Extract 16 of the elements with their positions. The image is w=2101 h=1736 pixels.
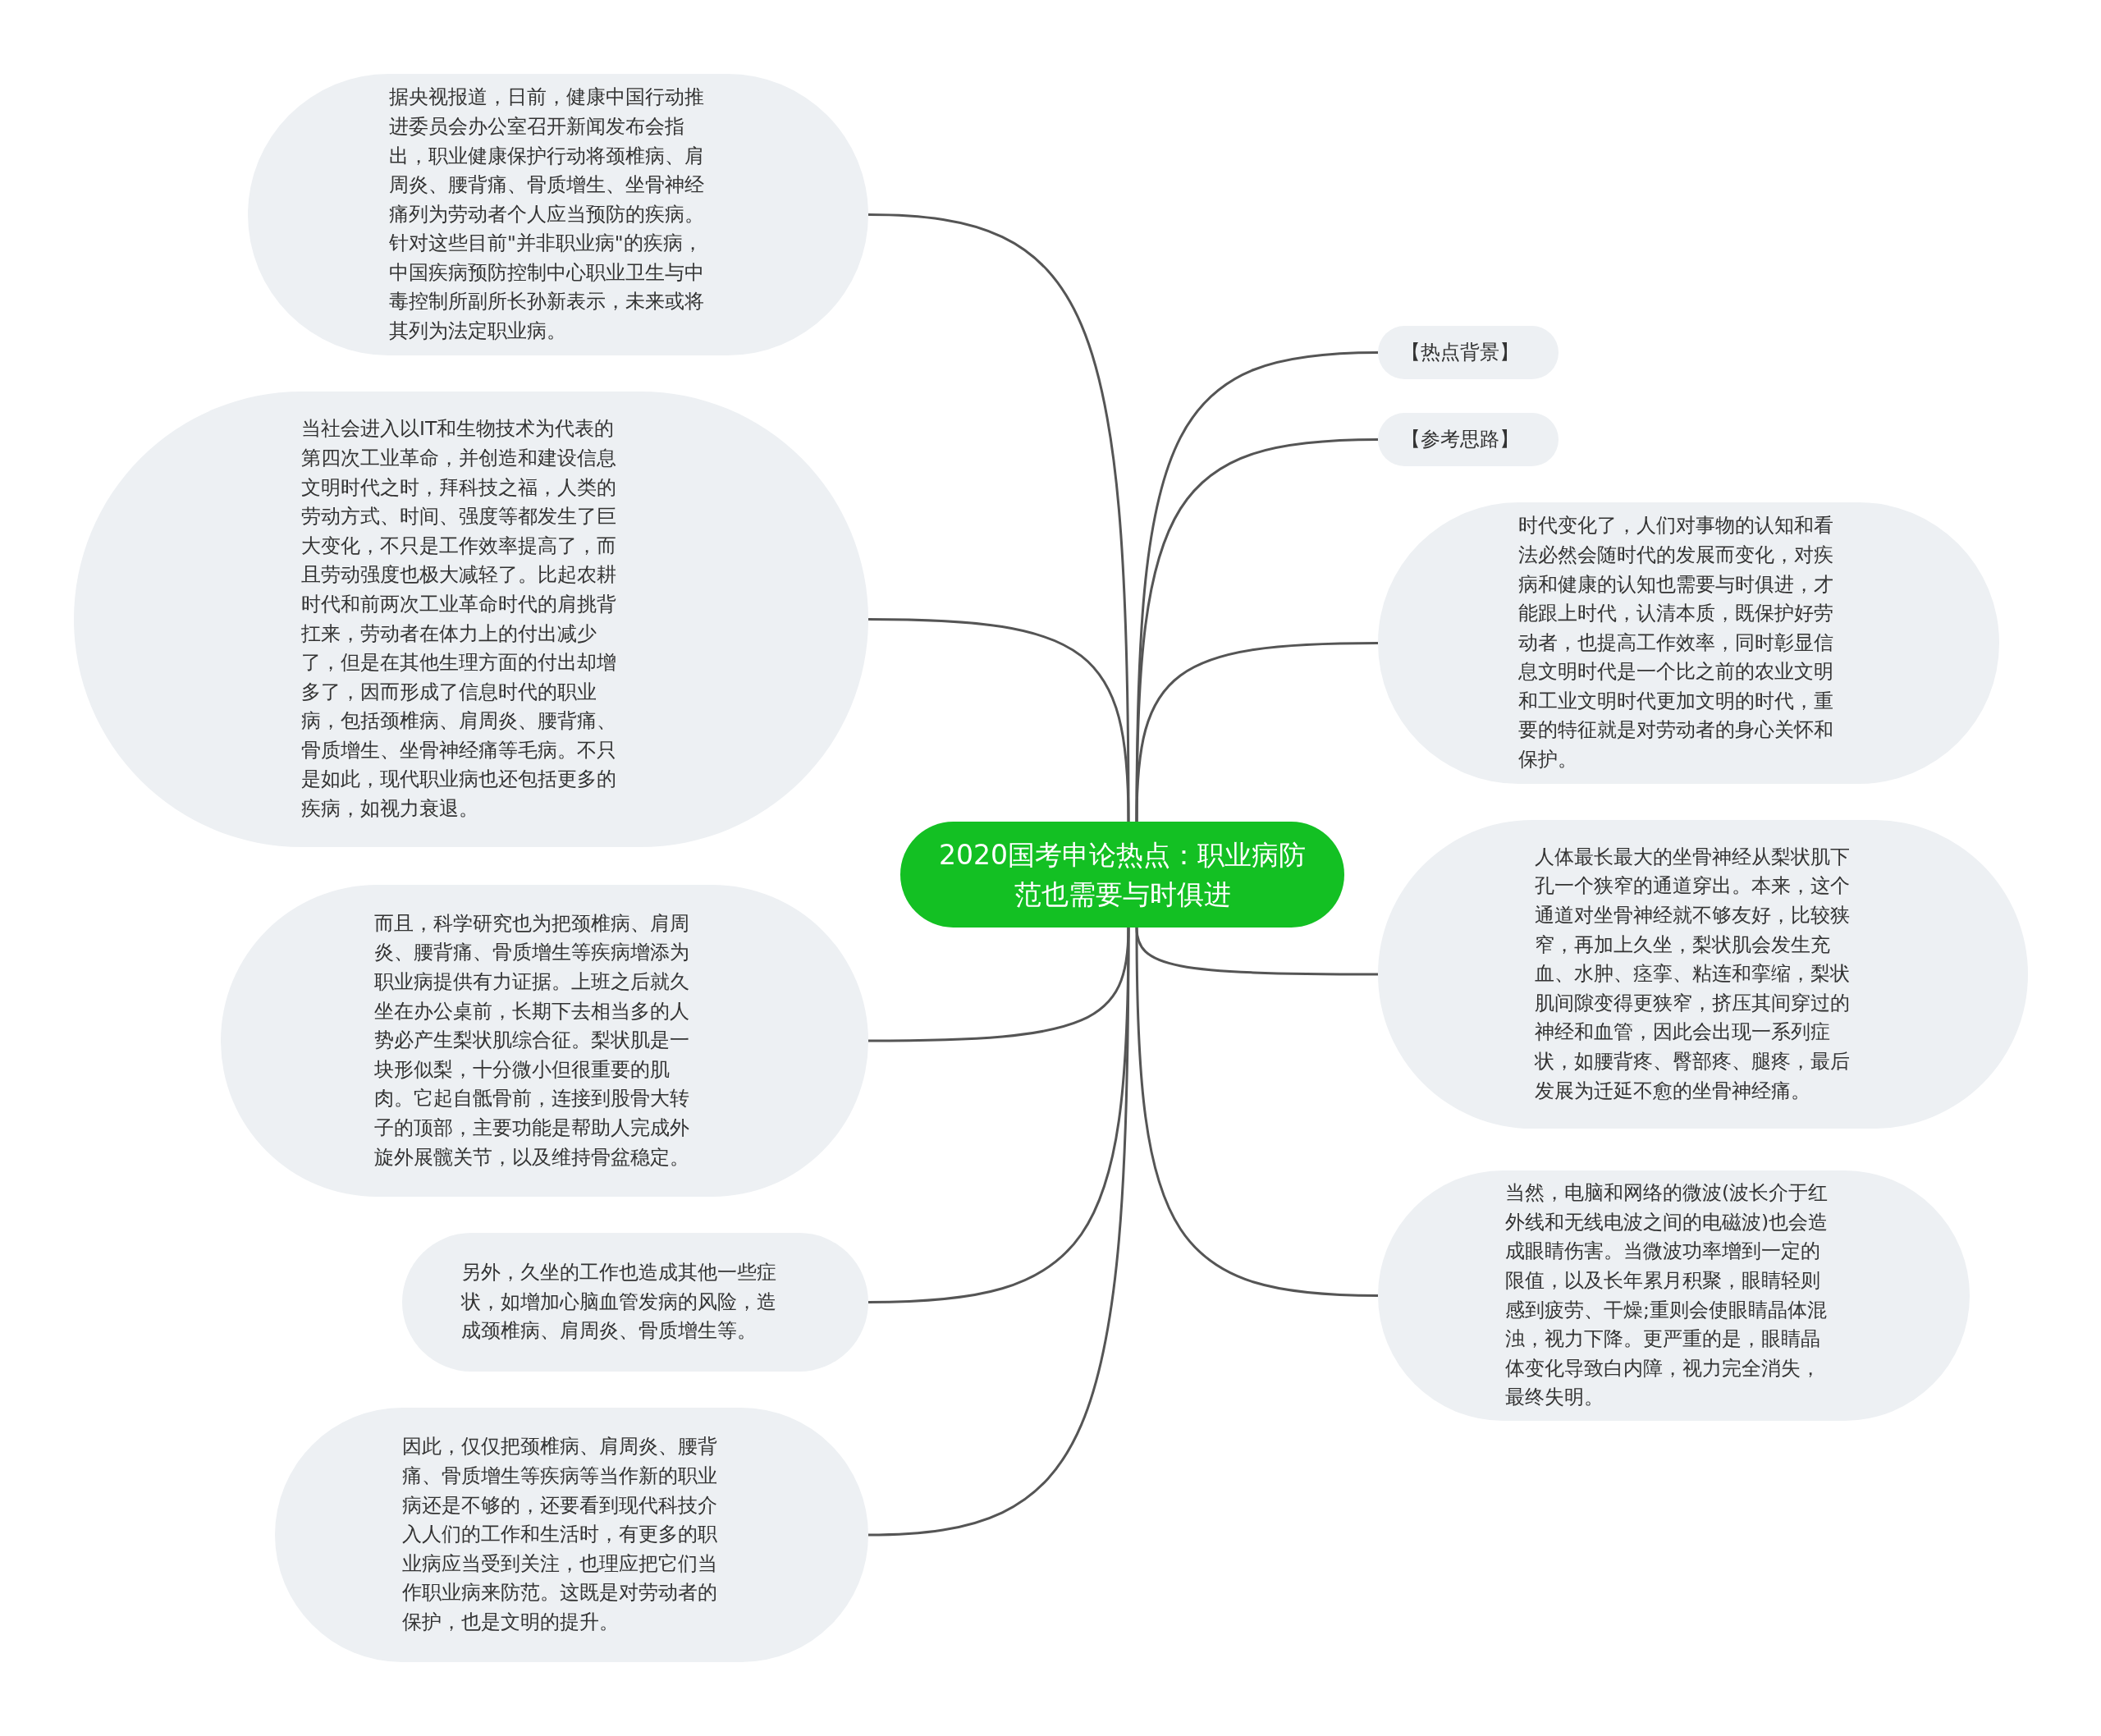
topic-text: 【参考思路】 — [1401, 426, 1519, 452]
topic-text: 当社会进入以IT和生物技术为代表的第四次工业革命，并创造和建设信息文明时代之时，拜科技之福，人类的劳动方式、时间、强度等都发生了巨大变化，不只是工作效率提高了，而且劳动强度也极大减轻了。比起农耕时代和前两次工业革命时代的肩挑背扛来，劳动者在体力上的付出减少了，但是在其他生理方面的付出却增多了，因而形成了信息时代的职业病，包括颈椎病、肩周炎、腰背痛、骨质增生、坐骨神经痛等毛病。不只是如此，现代职业病也还包括更多的疾病，如视力衰退。 — [301, 416, 617, 822]
topic-text: 当然，电脑和网络的微波(波长介于红外线和无线电波之间的电磁波)也会造成眼睛伤害。当微波功率增到一定的限值，以及长年累月积聚，眼睛轻则感到疲劳、干燥;重则会使眼睛晶体混浊，视力下降。更严重的是，眼睛晶体变化导致白内障，视力完全消失，最终失明。 — [1505, 1180, 1829, 1411]
connector-line — [867, 928, 1130, 1537]
topic-text: 时代变化了，人们对事物的认知和看法必然会随时代的发展而变化，对疾病和健康的认知也需要与时俱进，才能跟上时代，认清本质，既保护好劳动者，也提高工作效率，同时彰显信息文明时代是一个比之前的农业文明和工业文明时代更加文明的时代，重要的特征就是对劳动者的身心关怀和保护。 — [1518, 513, 1834, 773]
connector-line — [867, 618, 1130, 822]
topic-text: 人体最长最大的坐骨神经从梨状肌下孔一个狭窄的通道穿出。本来，这个通道对坐骨神经就不够友好，比较狭窄，再加上久坐，梨状肌会发生充血、水肿、痉挛、粘连和挛缩，梨状肌间隙变得更狭窄，挤压其间穿过的神经和血管，因此会出现一系列症状，如腰背疼、臀部疼、腿疼，最后发展为迁延不愈的坐骨神经痛。 — [1535, 844, 1851, 1104]
connector-line — [1135, 642, 1378, 822]
topic-text: 因此，仅仅把颈椎病、肩周炎、腰背痛、骨质增生等疾病等当作新的职业病还是不够的，还要看到现代科技介入人们的工作和生活时，有更多的职业病应当受到关注，也理应把它们当作职业病来防范。这既是对劳动者的保护，也是文明的提升。 — [402, 1434, 718, 1635]
topic-text: 据央视报道，日前，健康中国行动推进委员会办公室召开新闻发布会指出，职业健康保护行动将颈椎病、肩周炎、腰背痛、骨质增生、坐骨神经痛列为劳动者个人应当预防的疾病。针对这些目前"并非职业病"的疾病，中国疾病预防控制中心职业卫生与中毒控制所副所长孙新表示，未来或将其列为法定职业病。 — [389, 85, 705, 345]
topic-text: 而且，科学研究也为把颈椎病、肩周炎、腰背痛、骨质增生等疾病增添为职业病提供有力证据。上班之后就久坐在办公桌前，长期下去相当多的人势必产生梨状肌综合征。梨状肌是一块形似梨，十分微小但很重要的肌肉。它起自骶骨前，连接到股骨大转子的顶部，主要功能是帮助人完成外旋外展髋关节，以及维持骨盆稳定。 — [374, 910, 690, 1170]
connector-line — [1135, 438, 1379, 822]
connector-line — [1135, 928, 1379, 1297]
topic-text: 另外，久坐的工作也造成其他一些症状，如增加心脑血管发病的风险，造成颈椎病、肩周炎、骨质增生等。 — [461, 1260, 777, 1344]
central-topic-text: 2020国考申论热点：职业病防范也需要与时俱进 — [938, 837, 1307, 912]
topic-text: 【热点背景】 — [1401, 339, 1519, 365]
